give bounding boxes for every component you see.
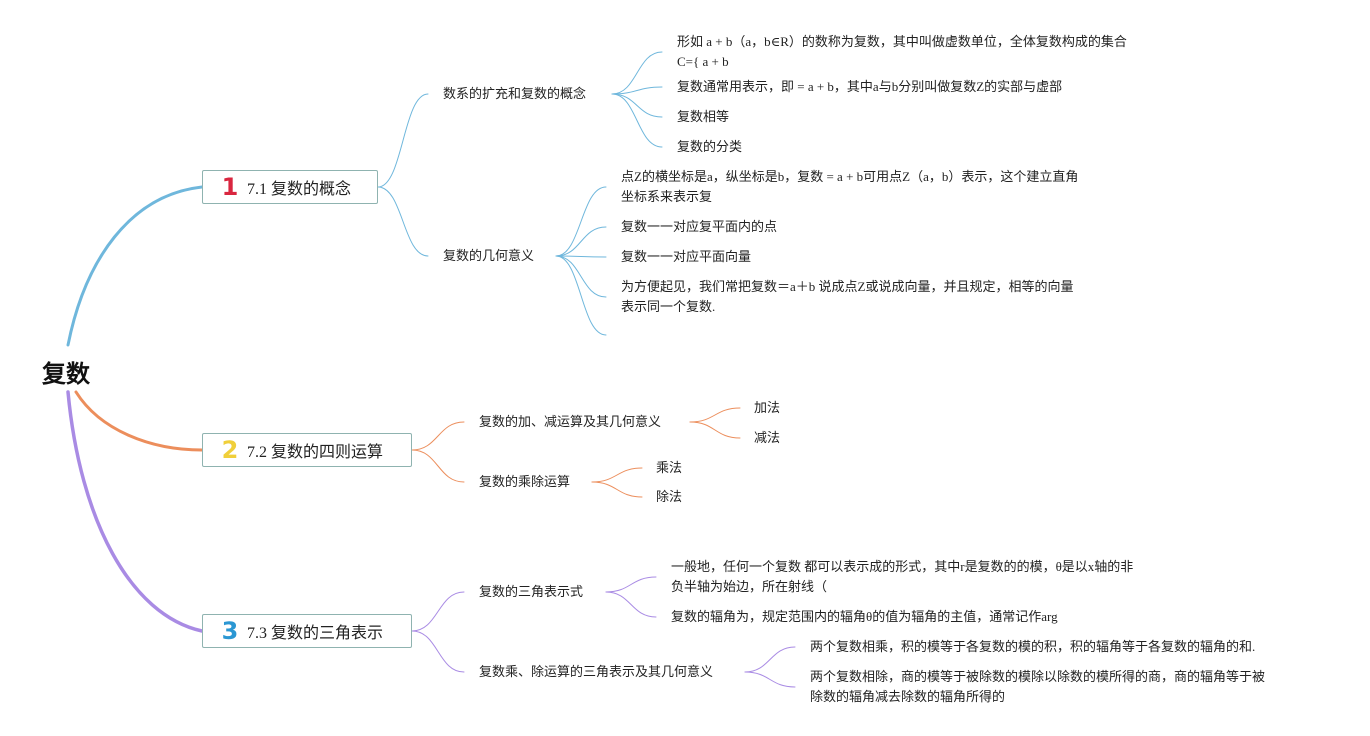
leaf-node[interactable]: 复数一一对应复平面内的点 (621, 219, 778, 234)
link (611, 51, 663, 95)
subtopic[interactable]: 复数的三角表示式 (479, 584, 584, 599)
leaf-node[interactable]: 一般地，任何一个复数 都可以表示成的形式，其中r是复数的的模，θ是以x轴的非 负… (671, 559, 1134, 594)
root-link-1 (66, 185, 204, 347)
link (744, 671, 796, 688)
link (605, 576, 657, 593)
topic-label: 7.2 复数的四则运算 (247, 444, 384, 461)
subtopic[interactable]: 复数乘、除运算的三角表示及其几何意义 (479, 664, 714, 679)
leaf-node[interactable]: 除法 (656, 489, 683, 504)
leaf-node[interactable]: 两个复数相乘，积的模等于各复数的模的积，积的辐角等于各复数的辐角的和. (810, 639, 1256, 654)
link (377, 93, 429, 188)
link (605, 591, 657, 618)
leaf-node[interactable]: 乘法 (656, 460, 683, 475)
root-link-2 (74, 390, 204, 452)
topic-7-2[interactable]: 2 7.2 复数的四则运算 (202, 433, 412, 467)
number-badge-1: 1 (221, 173, 239, 201)
subtopic[interactable]: 数系的扩充和复数的概念 (443, 86, 587, 101)
number-badge-2: 2 (221, 436, 239, 464)
leaf-node[interactable]: 为方便起见，我们常把复数＝a＋b 说成点Z或说成向量，并且规定，相等的向量 表示… (621, 279, 1074, 314)
link (591, 467, 643, 483)
topic-7-3[interactable]: 3 7.3 复数的三角表示 (202, 614, 412, 648)
link (555, 255, 607, 298)
leaf-node[interactable]: 形如 a + b（a，b∈R）的数称为复数，其中叫做虚数单位，全体复数构成的集合… (677, 34, 1127, 69)
link (689, 407, 741, 423)
link (611, 93, 663, 118)
leaf-node[interactable]: 加法 (754, 400, 781, 415)
topic-label: 7.1 复数的概念 (247, 181, 352, 198)
leaf-node[interactable]: 复数的辐角为，规定范围内的辐角θ的值为辐角的主值，通常记作arg (671, 609, 1058, 624)
link (411, 449, 465, 483)
link (689, 421, 741, 439)
link (411, 591, 465, 632)
link (744, 646, 796, 673)
link (377, 186, 429, 257)
leaf-node[interactable]: 复数的分类 (677, 139, 743, 154)
leaf-node[interactable]: 复数一一对应平面向量 (621, 249, 752, 264)
root-topic[interactable]: 复数 (42, 360, 90, 388)
link (555, 255, 607, 336)
topic-label: 7.3 复数的三角表示 (247, 625, 384, 642)
leaf-node[interactable]: 点Z的横坐标是a，纵坐标是b，复数 = a + b可用点Z（a，b）表示，这个建… (621, 169, 1079, 204)
link (555, 226, 607, 257)
link (555, 186, 607, 257)
link (611, 93, 663, 148)
subtopic[interactable]: 复数的乘除运算 (479, 474, 571, 489)
link (555, 255, 607, 258)
link (591, 481, 643, 498)
subtopic[interactable]: 复数的几何意义 (443, 248, 535, 263)
subtopic[interactable]: 复数的加、减运算及其几何意义 (479, 414, 662, 429)
leaf-node[interactable]: 复数通常用表示，即 = a + b，其中a与b分别叫做复数Z的实部与虚部 (677, 79, 1063, 94)
leaf-node[interactable]: 两个复数相除，商的模等于被除数的模除以除数的模所得的商，商的辐角等于被 除数的辐… (810, 669, 1266, 704)
link (611, 86, 663, 95)
leaf-node[interactable]: 复数相等 (677, 109, 730, 124)
root-link-3 (66, 390, 204, 633)
topic-7-1[interactable]: 1 7.1 复数的概念 (202, 170, 378, 204)
number-badge-3: 3 (221, 617, 239, 645)
leaf-node[interactable]: 减法 (754, 430, 781, 445)
link (411, 421, 465, 451)
link (411, 630, 465, 673)
